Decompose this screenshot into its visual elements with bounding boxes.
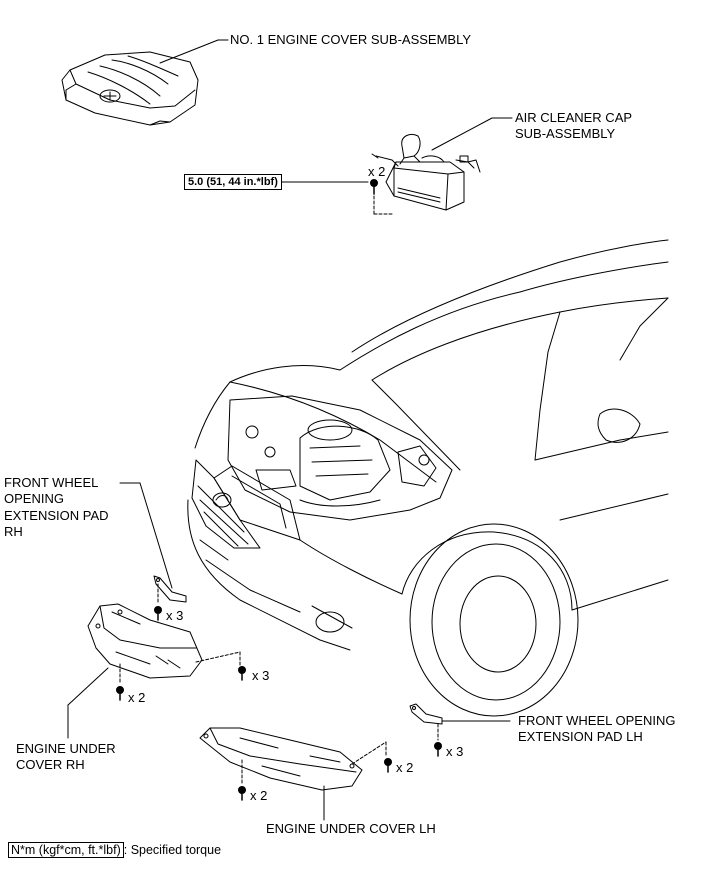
- label-fw-pad-lh-line1: FRONT WHEEL OPENING: [518, 713, 676, 728]
- torque-spec-air-cleaner: 5.0 (51, 44 in.*lbf): [184, 174, 282, 190]
- front-wheel-pad-lh-part: [409, 703, 443, 725]
- air-cleaner-bolt: [370, 179, 378, 195]
- engine-under-cover-rh-part: [87, 603, 203, 679]
- label-fw-pad-rh-line1: FRONT WHEEL: [4, 475, 99, 490]
- qty-rh-pad-screws: x 3: [166, 608, 184, 623]
- lh-cover-left-screw: [238, 786, 246, 801]
- qty-lh-pad-screws: x 3: [446, 744, 464, 759]
- lh-cover-right-screw: [384, 758, 392, 773]
- lh-pad-screw: [434, 742, 442, 757]
- label-fw-pad-lh-line2: EXTENSION PAD LH: [518, 729, 643, 744]
- rh-pad-screw: [154, 606, 162, 621]
- rh-cover-low-screw: [116, 686, 124, 701]
- label-under-cover-rh-line2: COVER RH: [16, 757, 85, 772]
- label-fw-pad-rh-line4: RH: [4, 524, 23, 539]
- vehicle-body: [187, 239, 669, 717]
- qty-rh-cover-mid: x 3: [252, 668, 270, 683]
- label-engine-cover: NO. 1 ENGINE COVER SUB-ASSEMBLY: [230, 32, 472, 47]
- qty-air-cleaner-bolts: x 2: [368, 164, 386, 179]
- air-cleaner-cap-part: [371, 133, 481, 211]
- rh-cover-mid-screw: [238, 666, 246, 681]
- label-air-cleaner-cap-line2: SUB-ASSEMBLY: [515, 126, 616, 141]
- label-fw-pad-rh-line2: OPENING: [4, 491, 64, 506]
- qty-rh-cover-low: x 2: [128, 690, 146, 705]
- engine-cover-part: [61, 51, 199, 126]
- legend-unit-box: N*m (kgf*cm, ft.*lbf): [8, 842, 124, 858]
- engine-under-cover-lh-part: [199, 727, 363, 791]
- label-air-cleaner-cap-line1: AIR CLEANER CAP: [515, 110, 633, 125]
- label-under-cover-lh: ENGINE UNDER COVER LH: [266, 821, 436, 836]
- qty-lh-cover-left: x 2: [250, 788, 268, 803]
- legend-text: : Specified torque: [123, 843, 222, 857]
- label-fw-pad-rh-line3: EXTENSION PAD: [4, 508, 109, 523]
- label-under-cover-rh-line1: ENGINE UNDER: [16, 741, 116, 756]
- torque-legend: N*m (kgf*cm, ft.*lbf): Specified torque: [8, 842, 221, 858]
- qty-lh-cover-right: x 2: [396, 760, 414, 775]
